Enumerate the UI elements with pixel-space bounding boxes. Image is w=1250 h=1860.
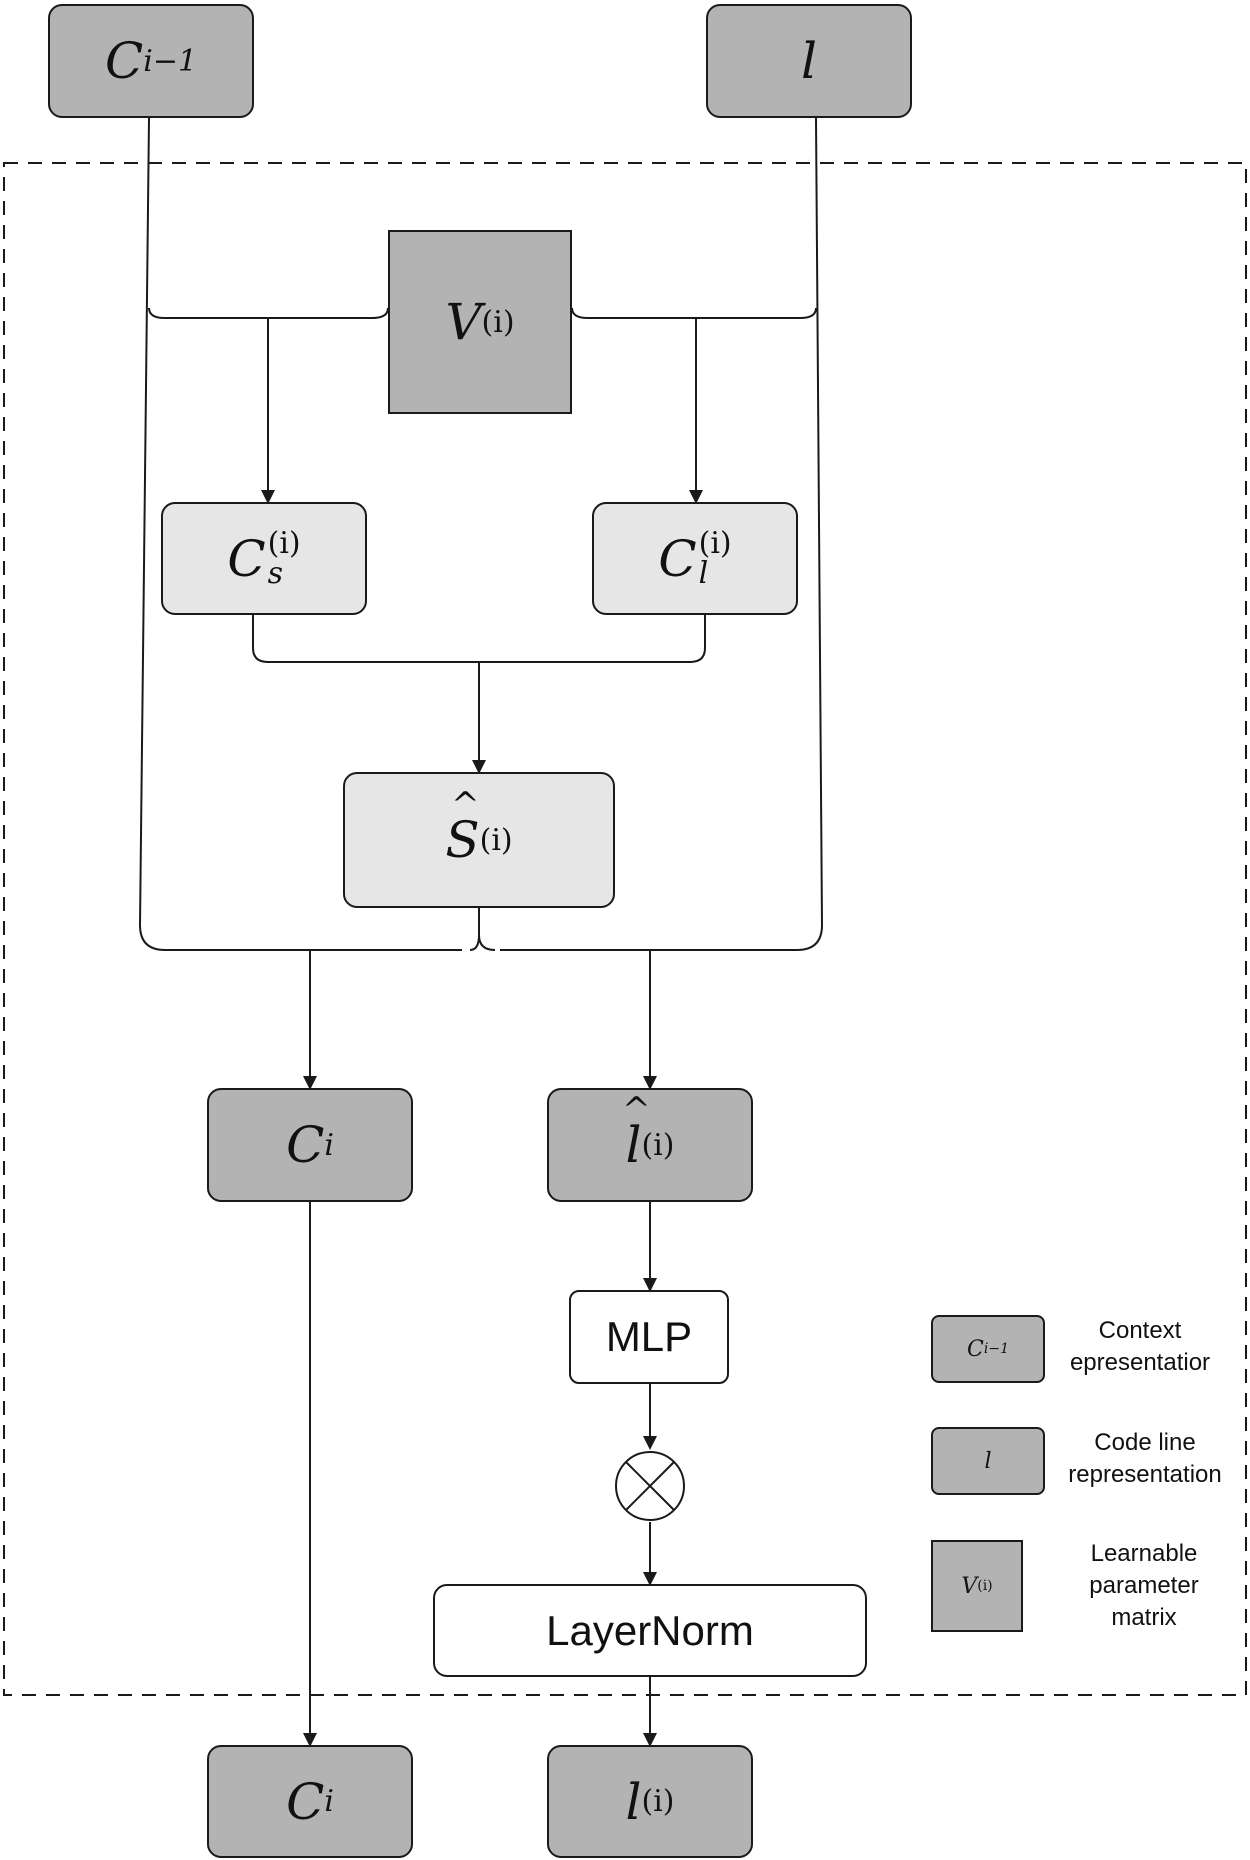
edge-cs-cl-merge xyxy=(252,615,706,663)
node-mlp: MLP xyxy=(569,1290,729,1384)
node-l-input: l xyxy=(706,4,912,118)
edge-shat-right xyxy=(478,934,496,951)
legend-symbol-param-matrix: V(i) xyxy=(931,1540,1023,1632)
node-l-hat: l(i) xyxy=(547,1088,753,1202)
node-c-s: C(i)s xyxy=(161,502,367,615)
node-layernorm: LayerNorm xyxy=(433,1584,867,1677)
node-l-output: l(i) xyxy=(547,1745,753,1858)
node-s-hat: S(i) xyxy=(343,772,615,908)
legend-label-code-line: Code line representation xyxy=(1068,1429,1222,1488)
multiply-operator xyxy=(615,1451,685,1521)
edge-right-bracket xyxy=(571,307,817,319)
legend-label-context: Context epresentatior xyxy=(1069,1317,1211,1376)
edge-shat-down xyxy=(469,908,480,951)
legend-label-param-matrix: Learnable parameter matrix xyxy=(1089,1540,1199,1631)
node-v-matrix: V(i) xyxy=(388,230,572,414)
legend-symbol-code-line: l xyxy=(931,1427,1045,1495)
edge-left-bracket xyxy=(148,307,389,319)
module-dashed-frame xyxy=(3,162,1247,1696)
edge-cprev-down xyxy=(138,117,462,951)
edge-l-down xyxy=(500,117,824,951)
node-c-l: C(i)l xyxy=(592,502,798,615)
